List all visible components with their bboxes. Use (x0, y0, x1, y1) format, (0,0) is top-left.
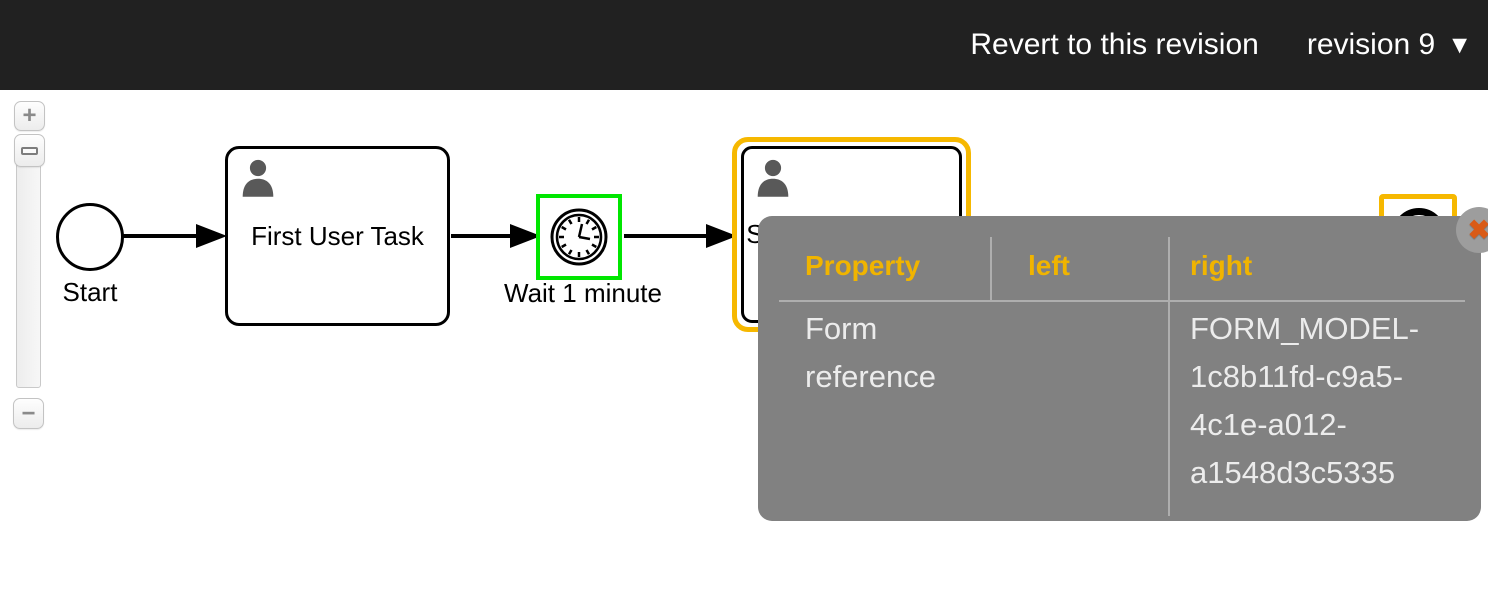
zoom-slider-track[interactable] (16, 146, 41, 388)
close-icon: ✖ (1467, 214, 1488, 245)
revision-dropdown-label: revision 9 (1306, 28, 1436, 61)
user-icon (242, 159, 274, 197)
revision-dropdown[interactable]: revision 9 ▼ (1307, 28, 1472, 62)
start-event-node[interactable] (56, 203, 124, 271)
timer-clock-icon (550, 208, 608, 266)
timer-event-label: Wait 1 minute (504, 278, 662, 308)
popup-close-button[interactable]: ✖ (1456, 207, 1488, 253)
zoom-in-button[interactable]: + (14, 101, 45, 131)
start-event-label: Start (62, 277, 118, 307)
popup-row-right-value: FORM_MODEL-1c8b11fd-c9a5-4c1e-a012-a1548… (1190, 311, 1420, 490)
popup-column-header-right: right (1190, 250, 1253, 281)
zoom-out-button[interactable]: − (13, 398, 44, 429)
popup-column-header-property: Property (805, 250, 921, 281)
popup-column-divider (1168, 237, 1170, 516)
user-icon (757, 159, 789, 197)
timer-event-node[interactable] (536, 194, 622, 280)
first-user-task-label: First User Task (251, 220, 424, 251)
property-popup: Property left right Form reference FORM_… (758, 216, 1481, 521)
first-user-task-node[interactable]: First User Task (225, 146, 450, 326)
top-bar: Revert to this revision revision 9 ▼ (0, 0, 1488, 90)
slider-grip-icon (21, 146, 38, 155)
zoom-slider-handle[interactable] (14, 134, 45, 167)
chevron-down-icon: ▼ (1447, 30, 1472, 59)
popup-column-divider (990, 237, 992, 300)
popup-row-property-name: Form reference (805, 311, 936, 394)
revert-to-revision-button[interactable]: Revert to this revision (970, 28, 1259, 61)
popup-header-divider (779, 300, 1465, 302)
popup-column-header-left: left (1028, 250, 1070, 281)
